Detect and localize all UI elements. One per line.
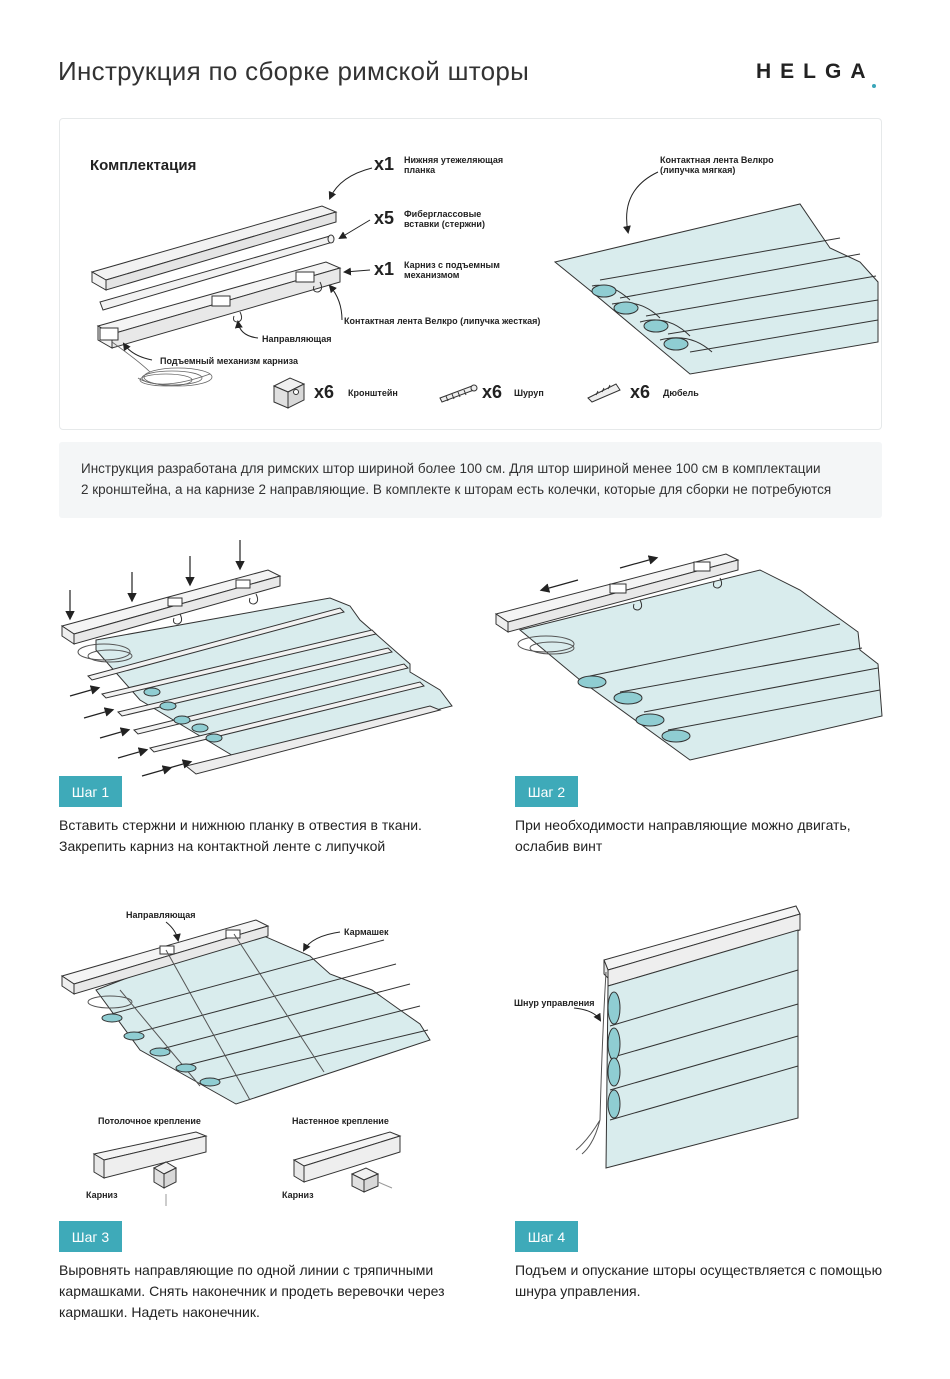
control-cord-label: Шнур управления (514, 998, 595, 1008)
bracket-icon (272, 377, 306, 409)
screw-qty: x6 (482, 382, 503, 402)
step3-guide-label: Направляющая (126, 910, 196, 920)
ceiling-mount-illustration (92, 1131, 208, 1206)
kit-lift-cord (111, 341, 213, 387)
page-title: Инструкция по сборке римской шторы (58, 56, 530, 86)
step4-badge: Шаг 4 (515, 1221, 578, 1252)
step2-badge: Шаг 2 (515, 776, 578, 807)
step4-illustration (575, 905, 801, 1169)
dowel-icon (587, 383, 621, 403)
rods-label-1: Фибергласcовые (404, 209, 482, 219)
step1-text: Вставить стержни и нижнюю планку в отвес… (59, 815, 422, 857)
bottom-bar-label-2: планка (404, 165, 436, 175)
step4-line: Подъем и опускание шторы осуществляется … (515, 1262, 883, 1278)
rods-label-2: вставки (стержни) (404, 219, 485, 229)
lift-label: Подъемный механизм карниза (160, 356, 298, 366)
step1-badge: Шаг 1 (59, 776, 122, 807)
guide-label: Направляющая (262, 334, 332, 344)
kit-cornice-illustration (96, 261, 342, 349)
step1-line: Вставить стержни и нижнюю планку в отвес… (59, 817, 422, 833)
step1-illustration (60, 569, 453, 775)
step2-text: При необходимости направляющие можно дви… (515, 815, 851, 857)
step2-line: ослабив винт (515, 838, 603, 854)
step2-line: При необходимости направляющие можно дви… (515, 817, 851, 833)
kit-title: Комплектация (90, 157, 197, 174)
step2-arrows (539, 555, 659, 593)
kit-fabric-illustration (553, 203, 879, 375)
velcro-soft-label-1: Контактная лента Велкро (660, 155, 774, 165)
step4-text: Подъем и опускание шторы осуществляется … (515, 1260, 882, 1302)
velcro-hard-label: Контактная лента Велкро (липучка жесткая… (344, 316, 541, 326)
cornice-qty: x1 (374, 259, 395, 279)
rods-label: Фибергласcовые вставки (стержни) (404, 209, 485, 229)
step2-illustration (494, 553, 883, 761)
bracket-label: Кронштейн (348, 388, 398, 398)
bottom-bar-qty: x1 (374, 154, 395, 174)
dowel-label: Дюбель (663, 388, 699, 398)
logo-accent-dot (872, 84, 876, 88)
kit-rod-illustration (99, 234, 335, 311)
step3-pocket-label: Кармашек (344, 927, 389, 937)
bracket-qty: x6 (314, 382, 335, 402)
velcro-soft-label-2: (липучка мягкая) (660, 165, 736, 175)
cornice-label-ceiling: Карниз (86, 1190, 118, 1200)
rods-qty: x5 (374, 208, 395, 228)
step1-line: Закрепить карниз на контактной ленте с л… (59, 838, 386, 854)
brand-logo: HELGA (756, 60, 875, 83)
cornice-label-1: Карниз с подъемным (404, 260, 500, 270)
wall-mount-illustration (292, 1131, 402, 1193)
bottom-bar-label-1: Нижняя утежеляющая (404, 155, 504, 165)
step3-line: кармашками. Снять наконечник и продеть в… (59, 1283, 445, 1299)
step3-line: кармашки. Надеть наконечник. (59, 1304, 260, 1320)
velcro-soft-label: Контактная лента Велкро (липучка мягкая) (660, 155, 774, 175)
info-line-2: 2 кронштейна, а на карнизе 2 направляющи… (81, 482, 832, 497)
cornice-label: Карниз с подъемным механизмом (404, 260, 500, 280)
wall-mount-label: Настенное крепление (292, 1116, 389, 1126)
info-line-1: Инструкция разработана для римских штор … (81, 461, 821, 476)
step3-illustration (60, 919, 431, 1105)
step3-text: Выровнять направляющие по одной линии с … (59, 1260, 445, 1323)
step3-badge: Шаг 3 (59, 1221, 122, 1252)
dowel-qty: x6 (630, 382, 651, 402)
step4-line: шнура управления. (515, 1283, 641, 1299)
bottom-bar-label: Нижняя утежеляющая планка (404, 155, 503, 175)
screw-icon (439, 384, 478, 403)
step3-leaders (165, 921, 341, 952)
kit-bottom-bar-illustration (90, 205, 338, 291)
screw-label: Шуруп (514, 388, 544, 398)
ceiling-mount-label: Потолочное крепление (98, 1116, 201, 1126)
cornice-label-wall: Карниз (282, 1190, 314, 1200)
info-note: Инструкция разработана для римских штор … (59, 442, 882, 518)
cornice-label-2: механизмом (404, 270, 460, 280)
step1-arrows (65, 540, 245, 777)
step3-line: Выровнять направляющие по одной линии с … (59, 1262, 434, 1278)
